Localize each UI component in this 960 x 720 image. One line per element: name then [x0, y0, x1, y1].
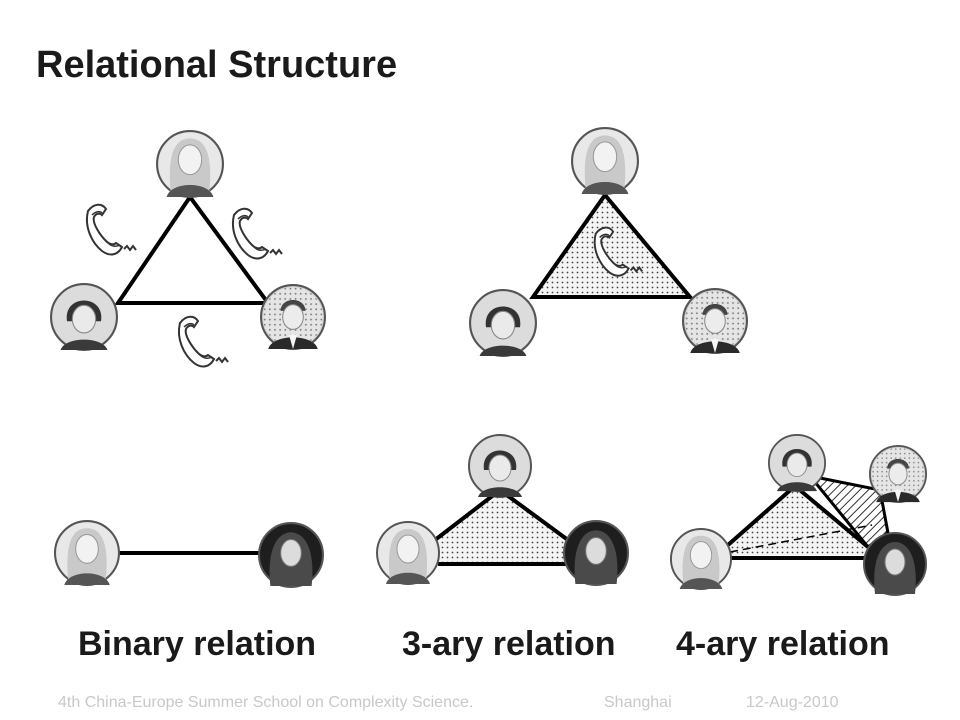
footer-location: Shanghai [604, 694, 672, 711]
ternary-simplex [435, 490, 572, 564]
pairwise-calls-diagram [50, 130, 326, 368]
page-title: Relational Structure [36, 44, 398, 86]
blonde-woman-portrait [571, 127, 639, 195]
long-haired-woman-portrait [563, 520, 629, 586]
footer-event: 4th China-Europe Summer School on Comple… [58, 694, 474, 711]
quaternary-dotted-face [728, 486, 868, 558]
quaternary-relation-caption: 4-ary relation [676, 625, 890, 663]
conference-triangle [529, 191, 695, 299]
conference-call-diagram [469, 127, 748, 357]
long-haired-woman-portrait [863, 532, 927, 596]
man-in-suit-portrait [260, 284, 326, 350]
dark-haired-woman-portrait [50, 283, 118, 351]
quaternary-relation-diagram [670, 434, 927, 596]
man-in-suit-portrait [869, 445, 927, 503]
phone-icon [231, 207, 284, 260]
long-haired-woman-portrait [258, 522, 324, 588]
blonde-woman-portrait [376, 521, 440, 585]
dark-haired-woman-portrait [468, 434, 532, 498]
ternary-relation-diagram [376, 434, 629, 586]
blonde-woman-portrait [54, 520, 120, 586]
footer-date: 12-Aug-2010 [746, 694, 839, 711]
blonde-woman-portrait [156, 130, 224, 198]
blonde-woman-portrait [670, 528, 732, 590]
phone-icon [85, 203, 138, 256]
dark-haired-woman-portrait [469, 289, 537, 357]
binary-relation-diagram [54, 520, 324, 588]
ternary-relation-caption: 3-ary relation [402, 625, 616, 663]
dark-haired-woman-portrait [768, 434, 826, 492]
binary-relation-caption: Binary relation [78, 625, 317, 663]
phone-icon [177, 315, 230, 368]
pairwise-triangle [114, 193, 272, 305]
man-in-suit-portrait [682, 288, 748, 354]
